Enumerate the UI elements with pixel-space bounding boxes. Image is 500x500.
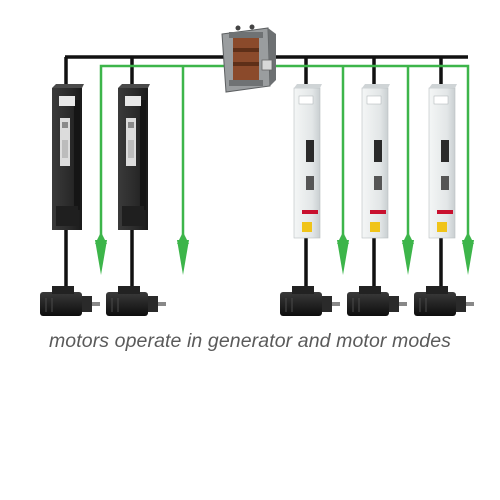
down-arrow-icon <box>462 240 474 275</box>
servo-motor-icon <box>40 286 100 316</box>
energy-flow-arrowheads <box>95 232 474 275</box>
down-arrow-icon <box>177 240 189 275</box>
up-arrow-icon <box>95 232 107 244</box>
diagram-caption: motors operate in generator and motor mo… <box>48 330 452 352</box>
servo-motor-icon <box>414 286 474 316</box>
drive-module-icon <box>52 84 84 230</box>
servo-motor-icon <box>106 286 166 316</box>
up-arrow-icon <box>462 232 474 244</box>
drive-module-icon <box>428 84 457 239</box>
down-arrow-icon <box>95 240 107 275</box>
down-arrow-icon <box>337 240 349 275</box>
servo-motor-icon <box>280 286 340 316</box>
servo-motor-icon <box>347 286 407 316</box>
down-arrow-icon <box>402 240 414 275</box>
transformer-icon <box>221 24 276 93</box>
up-arrow-icon <box>177 232 189 244</box>
drive-module-icon <box>361 84 390 239</box>
energy-flow-line <box>99 64 470 242</box>
up-arrow-icon <box>337 232 349 244</box>
up-arrow-icon <box>402 232 414 244</box>
drive-module-icon <box>293 84 322 239</box>
drive-module-icon <box>118 84 150 230</box>
energy-flow-network <box>99 64 470 242</box>
